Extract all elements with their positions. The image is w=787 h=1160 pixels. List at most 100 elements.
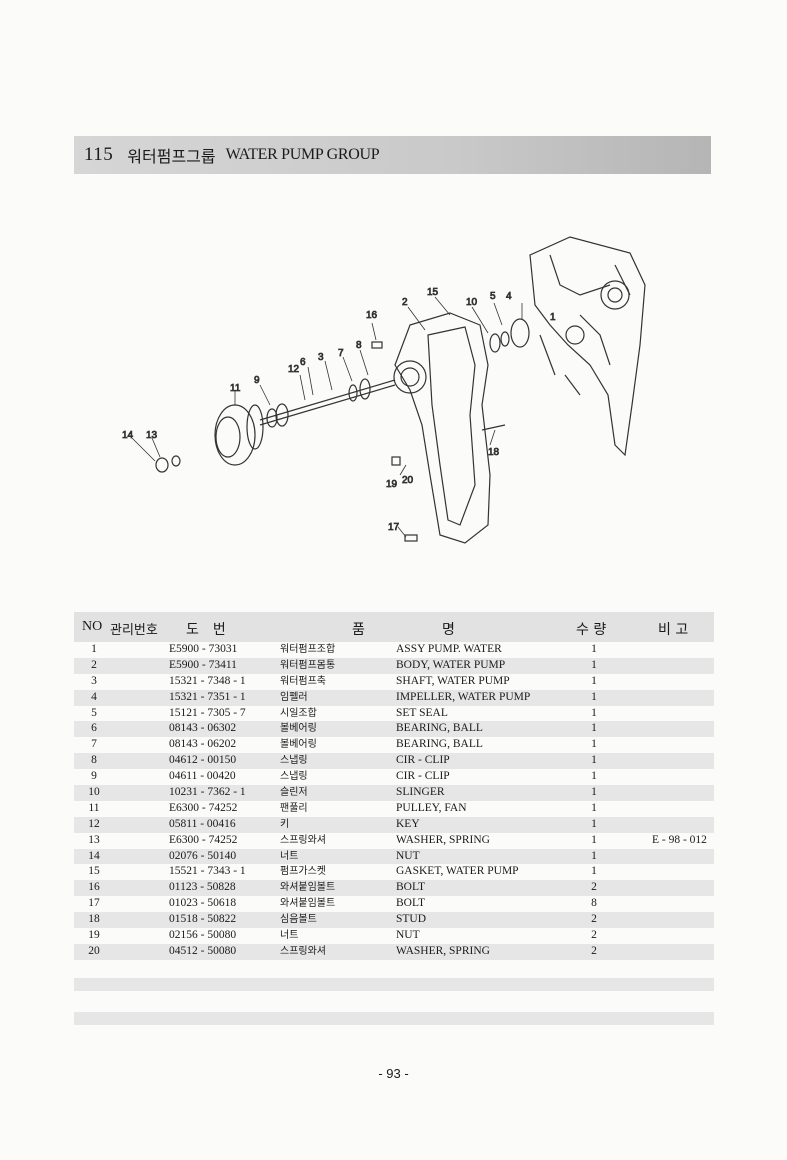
row-qty: 1 <box>591 738 597 751</box>
row-name-english: WASHER, SPRING <box>396 833 490 846</box>
row-name-english: GASKET, WATER PUMP <box>396 865 519 878</box>
row-name-korean: 심음볼트 <box>280 914 317 926</box>
row-no: 10 <box>88 786 100 799</box>
row-name-english: NUT <box>396 929 420 942</box>
row-no: 18 <box>88 913 100 926</box>
table-row: 7 08143 - 06202 볼베어링 BEARING, BALL 1 <box>74 737 714 753</box>
engine-block-outline <box>529 236 646 457</box>
blank-table-rows <box>74 978 714 1029</box>
row-name-korean: 와셔붙임볼트 <box>280 898 336 910</box>
row-no: 9 <box>91 770 97 783</box>
row-part-no: E5900 - 73031 <box>169 643 238 655</box>
water-pump-body <box>393 312 491 544</box>
row-name-korean: 볼베어링 <box>280 739 317 751</box>
row-qty: 1 <box>591 722 597 735</box>
blank-row <box>74 978 714 991</box>
row-qty: 1 <box>591 658 597 671</box>
row-part-no: E6300 - 74252 <box>169 801 238 814</box>
row-name-english: BEARING, BALL <box>396 722 483 735</box>
row-no: 7 <box>91 738 97 751</box>
row-name-english: STUD <box>396 913 427 926</box>
header-drawing-no: 도 번 <box>186 622 226 638</box>
row-qty: 2 <box>591 929 597 942</box>
row-part-no: 04611 - 00420 <box>169 770 236 783</box>
row-name-english: SLINGER <box>396 786 445 799</box>
header-name-left: 품 <box>352 622 365 638</box>
row-name-korean: 볼베어링 <box>280 723 317 735</box>
row-name-english: SHAFT, WATER PUMP <box>396 674 510 687</box>
callout-11: 11 <box>230 383 241 394</box>
row-no: 2 <box>91 658 97 671</box>
row-no: 6 <box>91 722 97 735</box>
row-no: 14 <box>88 849 100 862</box>
row-name-english: BEARING, BALL <box>396 738 483 751</box>
row-part-no: 15521 - 7343 - 1 <box>169 865 246 878</box>
group-title-korean: 워터펌프그룹 <box>127 147 216 166</box>
row-no: 1 <box>91 643 97 655</box>
callout-14: 14 <box>122 430 134 441</box>
fan-pulley <box>155 404 264 473</box>
row-qty: 2 <box>591 881 597 894</box>
group-title-english: WATER PUMP GROUP <box>225 146 380 163</box>
row-qty: 1 <box>591 690 597 703</box>
callout-labels: 4 5 10 15 2 16 8 7 3 6 12 9 11 13 14 18 … <box>122 287 556 538</box>
row-qty: 1 <box>591 786 597 799</box>
row-name-korean: 워터펌프조합 <box>280 644 336 655</box>
row-name-korean: 스프링와셔 <box>280 834 326 846</box>
row-name-korean: 슬린저 <box>280 787 308 799</box>
callout-13: 13 <box>146 430 158 441</box>
row-part-no: 04612 - 00150 <box>169 754 237 767</box>
row-name-english: PULLEY, FAN <box>396 801 467 814</box>
callout-7: 7 <box>338 348 344 359</box>
row-no: 8 <box>91 754 97 767</box>
row-qty: 2 <box>591 944 597 957</box>
row-part-no: 15321 - 7351 - 1 <box>169 690 246 703</box>
row-name-korean: 팬풀리 <box>280 802 308 814</box>
row-qty: 1 <box>591 849 597 862</box>
row-qty: 8 <box>591 897 597 910</box>
row-qty: 1 <box>591 833 597 846</box>
callout-6: 6 <box>300 357 306 368</box>
row-part-no: 02076 - 50140 <box>169 849 237 862</box>
callout-19: 19 <box>386 479 398 490</box>
row-no: 20 <box>88 944 100 957</box>
row-no: 19 <box>88 929 100 942</box>
row-part-no: E5900 - 73411 <box>169 658 237 671</box>
header-name-right: 명 <box>442 622 455 638</box>
table-row: 15 15521 - 7343 - 1 펌프가스켓 GASKET, WATER PUM… <box>74 864 714 880</box>
row-part-no: 01518 - 50822 <box>169 913 237 926</box>
row-name-english: IMPELLER, WATER PUMP <box>396 690 531 703</box>
callout-17: 17 <box>388 522 400 533</box>
callout-5: 5 <box>490 291 496 302</box>
row-qty: 1 <box>591 770 597 783</box>
row-name-korean: 펌프가스켓 <box>280 866 326 878</box>
row-name-english: KEY <box>396 817 420 830</box>
row-name-korean: 스냅링 <box>280 755 308 767</box>
row-part-no: 08143 - 06202 <box>169 738 237 751</box>
row-no: 5 <box>91 706 97 719</box>
row-qty: 1 <box>591 706 597 719</box>
row-part-no: 01023 - 50618 <box>169 897 237 910</box>
row-name-english: BOLT <box>396 881 425 894</box>
callout-10: 10 <box>466 297 478 308</box>
row-part-no: 04512 - 50080 <box>169 944 237 957</box>
row-part-no: 05811 - 00416 <box>169 817 236 830</box>
callout-3: 3 <box>318 352 324 363</box>
row-no: 15 <box>88 865 100 878</box>
callout-16: 16 <box>366 310 378 321</box>
row-name-korean: 스프링와셔 <box>280 945 326 957</box>
row-qty: 1 <box>591 801 597 814</box>
header-no: NO <box>82 619 103 634</box>
row-no: 11 <box>88 801 100 814</box>
